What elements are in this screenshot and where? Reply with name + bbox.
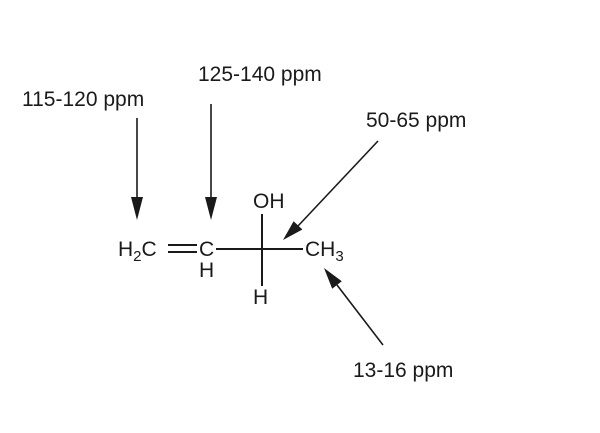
arrow-ch — [205, 104, 217, 220]
arrow-choh — [283, 140, 379, 240]
atom-c3-h: H — [253, 286, 268, 309]
atom-c2: C — [199, 238, 214, 261]
shift-label-h2c: 115-120 ppm — [22, 88, 144, 111]
atom-h2c: H2C — [118, 238, 157, 265]
arrow-ch3 — [324, 268, 384, 346]
arrow-h2c — [131, 118, 143, 220]
atom-ch3: CH3 — [305, 238, 344, 265]
shift-label-ch3: 13-16 ppm — [353, 359, 453, 382]
shift-label-ch: 125-140 ppm — [198, 63, 322, 86]
atom-oh: OH — [253, 190, 285, 213]
shift-label-choh: 50-65 ppm — [366, 109, 466, 132]
atom-c2-h: H — [199, 259, 214, 282]
molecule: H2C C H OH H CH3 — [118, 190, 344, 309]
